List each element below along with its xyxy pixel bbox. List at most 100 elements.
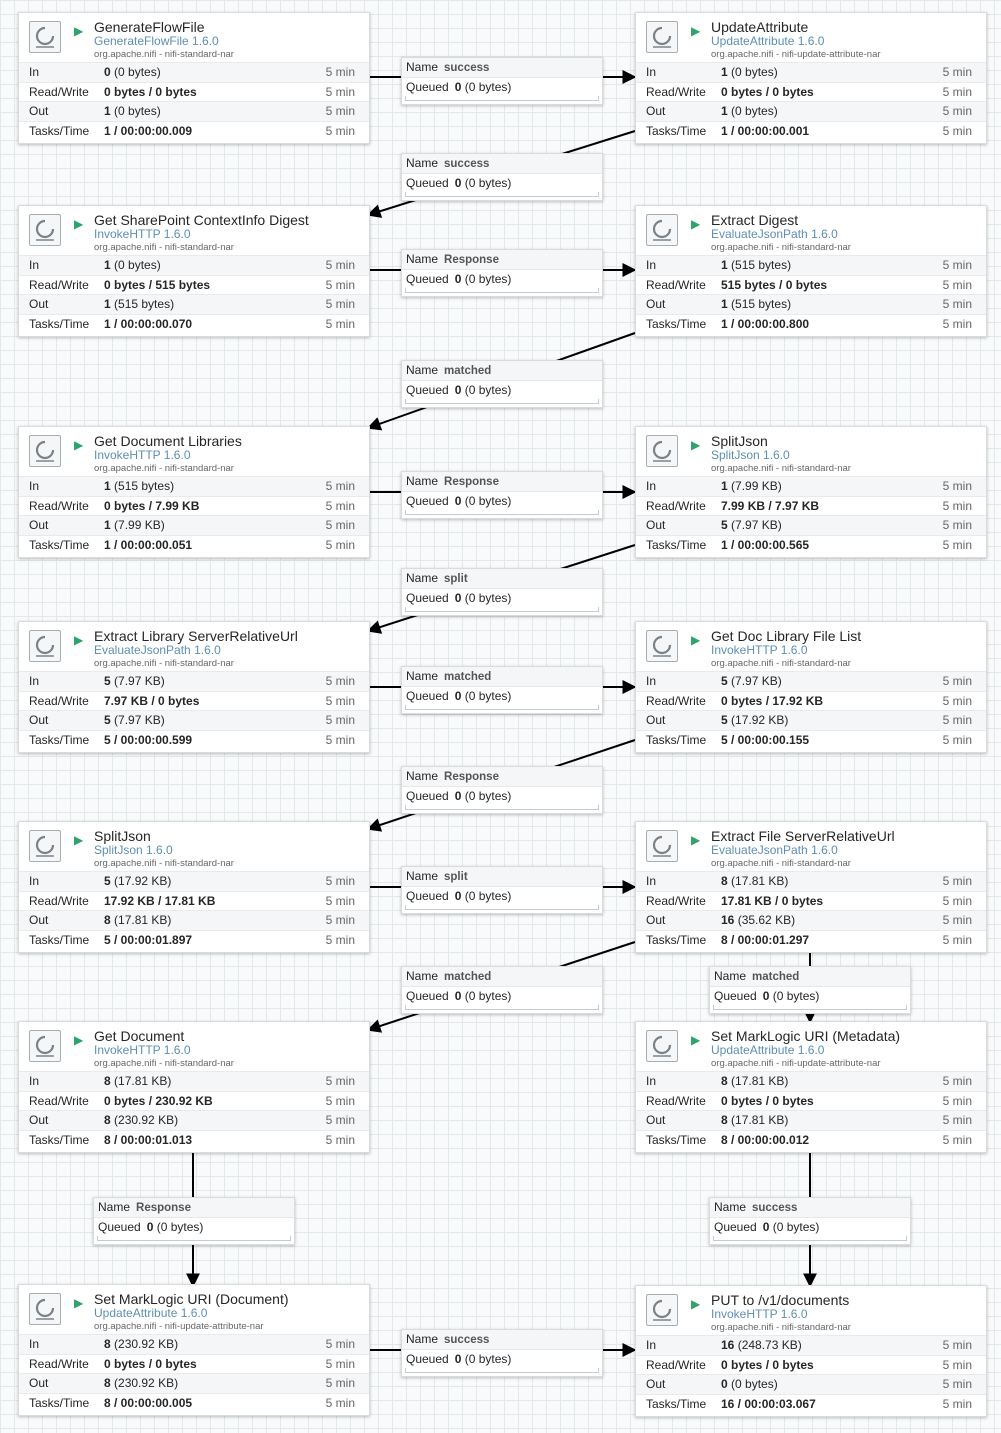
queue-progress-bar — [405, 607, 599, 612]
processor-icon — [29, 1030, 61, 1062]
connection-queued-key: Queued — [406, 1352, 449, 1366]
stat-tasks: Tasks/Time 1 / 00:00:00.051 5 min — [19, 534, 369, 555]
stat-out-label: Out — [646, 1113, 666, 1127]
stat-read-write: Read/Write 17.81 KB / 0 bytes 5 min — [636, 890, 986, 911]
connection-name-key: Name — [98, 1200, 131, 1214]
stat-window: 5 min — [942, 1338, 972, 1352]
processor-name: PUT to /v1/documents — [711, 1292, 850, 1308]
stat-tasks: Tasks/Time 1 / 00:00:00.009 5 min — [19, 120, 369, 141]
queued-count: 0 — [762, 1220, 770, 1234]
processor-name: Get Document — [94, 1028, 185, 1044]
stat-window: 5 min — [325, 277, 355, 292]
stat-window: 5 min — [325, 258, 355, 272]
processor-icon — [646, 1030, 678, 1062]
stat-tasks-value: 8 / 00:00:00.005 — [104, 1395, 193, 1410]
processor[interactable]: ▶ Extract Library ServerRelativeUrl Eval… — [18, 621, 370, 753]
processor[interactable]: ▶ PUT to /v1/documents InvokeHTTP 1.6.0 … — [635, 1285, 987, 1417]
processor[interactable]: ▶ GenerateFlowFile GenerateFlowFile 1.6.… — [18, 12, 370, 144]
play-icon: ▶ — [74, 1033, 84, 1047]
stat-tasks-value: 1 / 00:00:00.800 — [721, 316, 810, 331]
queued-size: (0 bytes) — [464, 383, 512, 397]
stat-in-label: In — [29, 1337, 40, 1351]
queue-progress-bar — [713, 1236, 907, 1241]
stat-tasks-label: Tasks/Time — [29, 1132, 90, 1147]
queued-size: (0 bytes) — [464, 789, 512, 803]
stat-tasks: Tasks/Time 1 / 00:00:00.800 5 min — [636, 313, 986, 334]
processor-icon — [29, 830, 61, 862]
stat-window: 5 min — [325, 1395, 355, 1410]
stat-window: 5 min — [942, 277, 972, 292]
connection-name-key: Name — [406, 769, 439, 783]
processor-bundle: org.apache.nifi - nifi-standard-nar — [94, 658, 234, 669]
connection-name: success — [752, 1202, 798, 1214]
connection-queued-key: Queued — [406, 176, 449, 190]
queue-progress-bar — [405, 96, 599, 101]
processor[interactable]: ▶ SplitJson SplitJson 1.6.0 org.apache.n… — [18, 821, 370, 953]
stat-out: Out 5 (7.97 KB) 5 min — [636, 515, 986, 535]
stat-window: 5 min — [325, 893, 355, 908]
processor[interactable]: ▶ Set MarkLogic URI (Document) UpdateAtt… — [18, 1284, 370, 1416]
stat-window: 5 min — [325, 297, 355, 311]
processor[interactable]: ▶ Get Document InvokeHTTP 1.6.0 org.apac… — [18, 1021, 370, 1153]
stat-out: Out 0 (0 bytes) 5 min — [636, 1374, 986, 1394]
connection-queued-key: Queued — [406, 591, 449, 605]
stat-in: In 5 (17.92 KB) 5 min — [19, 871, 369, 891]
processor-icon — [646, 1294, 678, 1326]
processor-icon — [29, 1293, 61, 1325]
stat-in-label: In — [29, 1074, 40, 1088]
processor-type: SplitJson 1.6.0 — [711, 448, 790, 462]
processor[interactable]: ▶ Set MarkLogic URI (Metadata) UpdateAtt… — [635, 1021, 987, 1153]
stat-out-value: 8 (230.92 KB) — [104, 1376, 179, 1390]
processor[interactable]: ▶ UpdateAttribute UpdateAttribute 1.6.0 … — [635, 12, 987, 144]
stat-in-value: 1 (515 bytes) — [721, 258, 792, 272]
processor[interactable]: ▶ SplitJson SplitJson 1.6.0 org.apache.n… — [635, 426, 987, 558]
processor[interactable]: ▶ Extract File ServerRelativeUrl Evaluat… — [635, 821, 987, 953]
processor-type: InvokeHTTP 1.6.0 — [711, 643, 808, 657]
stat-out-label: Out — [29, 1376, 49, 1390]
connection-name: Response — [444, 476, 499, 488]
stat-tasks: Tasks/Time 1 / 00:00:00.565 5 min — [636, 534, 986, 555]
queue-progress-bar — [405, 1005, 599, 1010]
connection-queued-key: Queued — [98, 1220, 141, 1234]
stat-window: 5 min — [942, 537, 972, 552]
connection-name: split — [444, 871, 468, 883]
stat-tasks: Tasks/Time 8 / 00:00:00.005 5 min — [19, 1392, 369, 1413]
stat-window: 5 min — [942, 65, 972, 79]
processor[interactable]: ▶ Get Doc Library File List InvokeHTTP 1… — [635, 621, 987, 753]
processor[interactable]: ▶ Extract Digest EvaluateJsonPath 1.6.0 … — [635, 205, 987, 337]
stat-window: 5 min — [325, 1356, 355, 1371]
stat-out-value: 8 (230.92 KB) — [104, 1113, 179, 1127]
queue-progress-bar — [405, 192, 599, 197]
processor[interactable]: ▶ Get Document Libraries InvokeHTTP 1.6.… — [18, 426, 370, 558]
stat-in-label: In — [646, 874, 657, 888]
processor[interactable]: ▶ Get SharePoint ContextInfo Digest Invo… — [18, 205, 370, 337]
stat-out: Out 8 (230.92 KB) 5 min — [19, 1110, 369, 1130]
stat-tasks-value: 5 / 00:00:01.897 — [104, 932, 193, 947]
processor-icon — [29, 435, 61, 467]
stat-tasks-value: 16 / 00:00:03.067 — [721, 1396, 816, 1411]
stat-out-label: Out — [646, 104, 666, 118]
stat-in-value: 8 (230.92 KB) — [104, 1337, 179, 1351]
connection-queued-key: Queued — [406, 789, 449, 803]
processor-type: EvaluateJsonPath 1.6.0 — [94, 643, 221, 657]
